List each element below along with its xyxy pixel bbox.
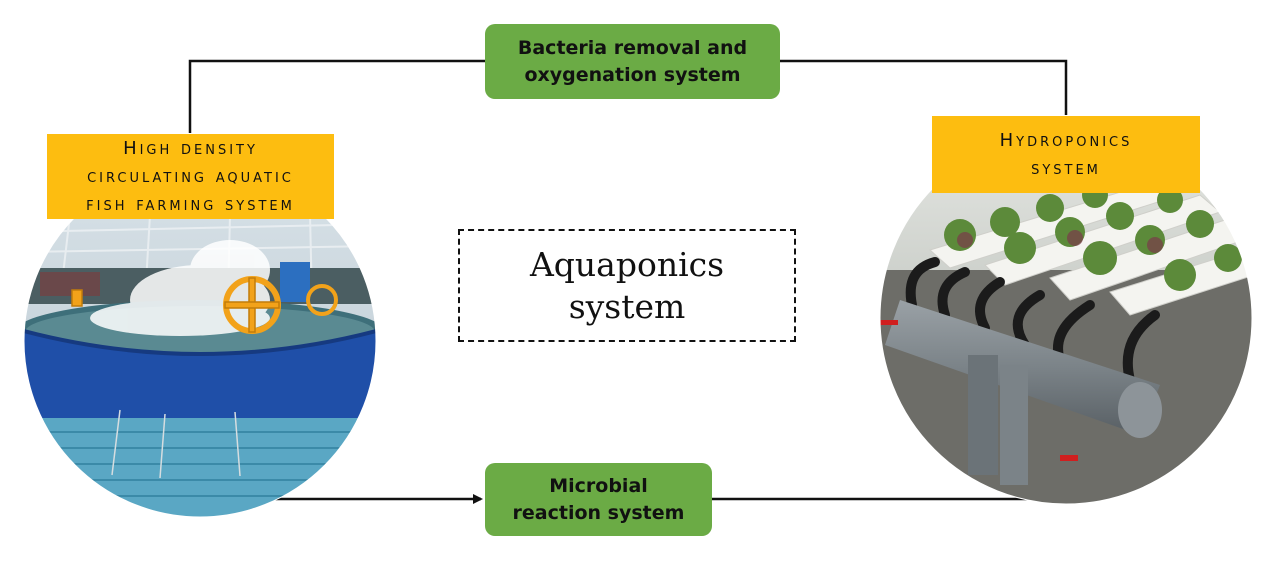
fish-tank-photo	[24, 165, 376, 517]
bacteria-removal-line1: Bacteria removal and	[517, 36, 748, 59]
fish-farming-label-line2: circulating aquatic	[87, 165, 294, 187]
microbial-reaction-box: Microbial reaction system	[485, 463, 712, 536]
fish-farming-label-line3: fish farming system	[86, 193, 295, 215]
aquaponics-title-line1: Aquaponics	[529, 244, 725, 284]
hydroponics-label: Hydroponics system	[932, 116, 1200, 193]
fish-farming-label-line1: High density	[123, 137, 258, 159]
connector-top-right	[780, 59, 1068, 115]
bacteria-removal-line2: oxygenation system	[524, 63, 741, 86]
aquaponics-title-box: Aquaponics system	[458, 229, 796, 342]
bacteria-removal-box: Bacteria removal and oxygenation system	[485, 24, 780, 99]
aquaponics-title-line2: system	[568, 286, 686, 326]
fish-farming-label: High density circulating aquatic fish fa…	[47, 134, 334, 219]
hydroponics-label-line2: system	[1031, 157, 1101, 179]
hydroponics-label-line1: Hydroponics	[999, 129, 1133, 151]
connector-top-left	[188, 59, 485, 133]
microbial-reaction-line1: Microbial	[549, 474, 648, 497]
microbial-reaction-line2: reaction system	[512, 501, 685, 524]
